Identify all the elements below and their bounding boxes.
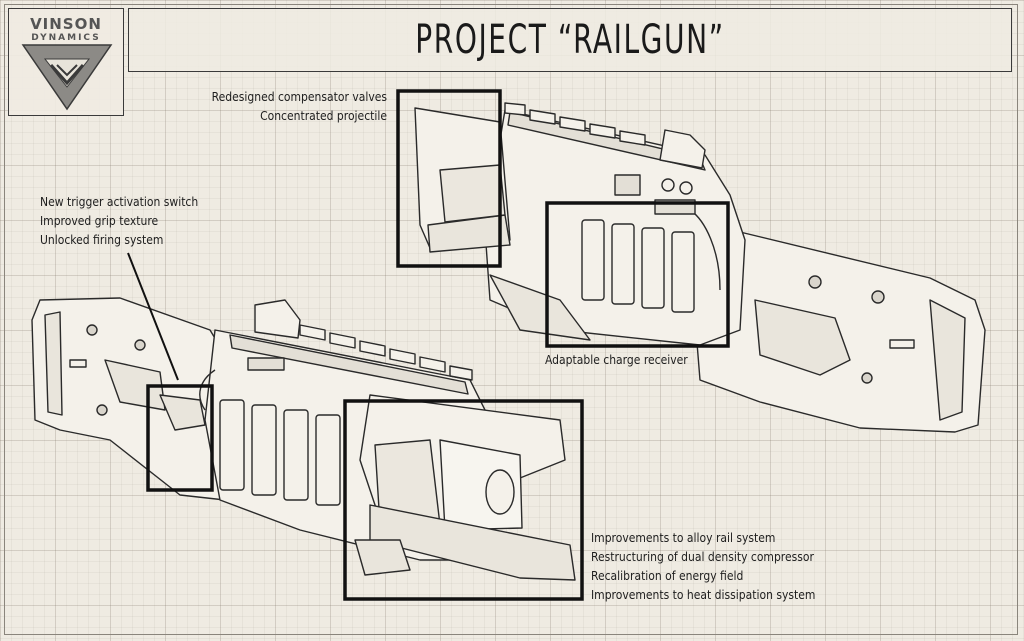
title-banner: PROJECT “RAILGUN” [128, 8, 1012, 72]
note-line: Redesigned compensator valves [211, 90, 387, 104]
logo-name: VINSON [30, 15, 102, 33]
upper-railgun-drawing [414, 102, 986, 433]
trigger-note: New trigger activation switch Improved g… [40, 193, 198, 250]
trigger-leader-line [127, 252, 179, 381]
note-line: Improvements to alloy rail system [591, 531, 776, 545]
note-line: Improved grip texture [40, 214, 159, 228]
note-line: Concentrated projectile [260, 109, 387, 123]
company-logo: VINSON DYNAMICS [8, 8, 124, 116]
note-line: Adaptable charge receiver [545, 353, 688, 367]
note-line: Recalibration of energy field [591, 569, 744, 583]
compensator-callout-box [396, 89, 502, 268]
receiver-note: Adaptable charge receiver [545, 351, 688, 370]
lower-railgun-drawing [31, 297, 576, 581]
trigger-callout-box [146, 384, 214, 492]
receiver-callout-box [545, 201, 730, 348]
rail-callout-box [343, 399, 584, 601]
compensator-note: Redesigned compensator valves Concentrat… [212, 88, 387, 126]
note-line: Improvements to heat dissipation system [591, 588, 816, 602]
page-title: PROJECT “RAILGUN” [415, 17, 725, 63]
logo-chevron-icon [21, 44, 113, 111]
note-line: New trigger activation switch [40, 195, 199, 209]
page-frame [4, 4, 1018, 635]
rail-note: Improvements to alloy rail system Restru… [591, 529, 815, 605]
logo-subname: DYNAMICS [31, 33, 101, 43]
note-line: Restructuring of dual density compressor [591, 550, 814, 564]
note-line: Unlocked firing system [40, 233, 164, 247]
